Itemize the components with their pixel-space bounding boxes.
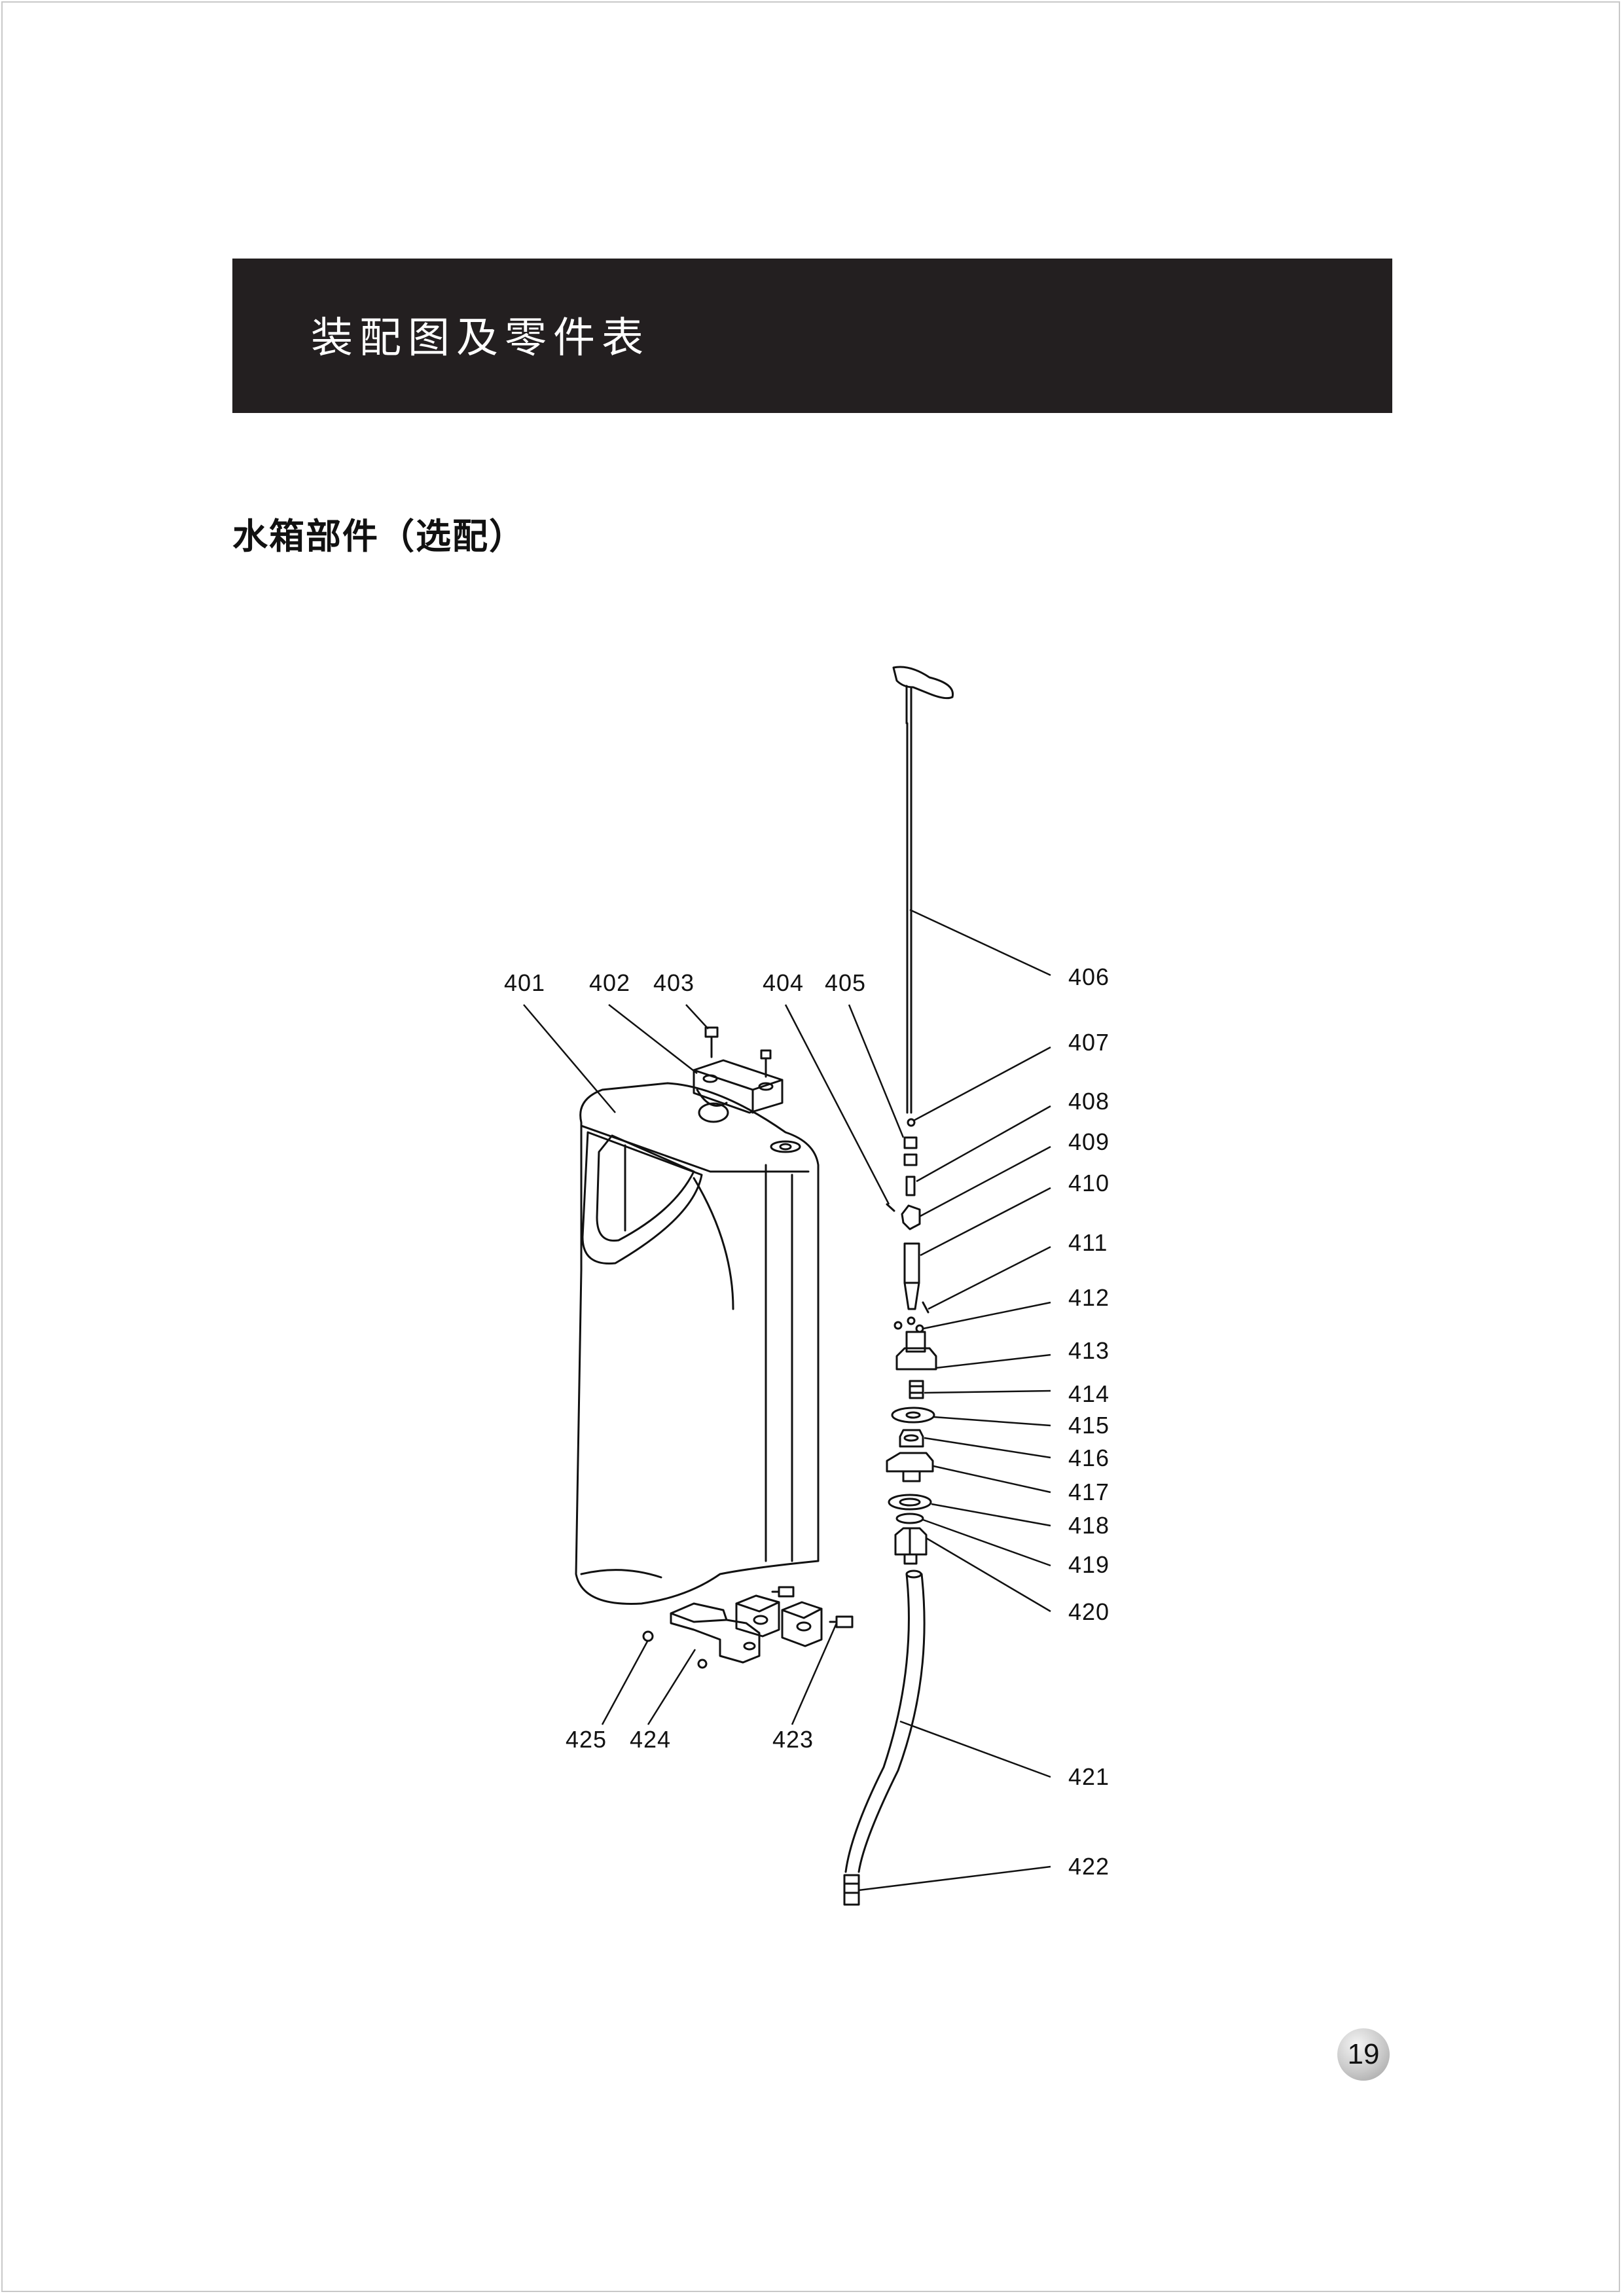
part-label: 412	[1068, 1284, 1110, 1311]
part-label: 411	[1068, 1229, 1108, 1256]
part-label: 424	[630, 1726, 671, 1753]
part-label: 415	[1068, 1412, 1110, 1439]
part-label: 417	[1068, 1479, 1110, 1505]
float-rod	[892, 666, 954, 1114]
part-label: 419	[1068, 1551, 1110, 1578]
page-number: 19	[1337, 2028, 1390, 2081]
bottom-brackets	[642, 1586, 854, 1669]
part-label: 409	[1068, 1128, 1110, 1155]
part-label: 401	[504, 969, 545, 996]
part-label: 402	[589, 969, 630, 996]
valve-stack	[886, 1118, 937, 1565]
part-label: 413	[1068, 1337, 1110, 1364]
part-label: 408	[1068, 1088, 1110, 1115]
small-pin	[886, 1203, 895, 1212]
drain-hose	[844, 1570, 926, 1873]
part-label: 403	[653, 969, 695, 996]
section-title: 水箱部件（选配）	[232, 516, 526, 557]
top-screws	[704, 1026, 772, 1078]
part-label: 418	[1068, 1512, 1110, 1539]
header-title: 装配图及零件表	[311, 314, 650, 363]
part-label: 423	[772, 1726, 814, 1753]
top-bracket	[693, 1059, 784, 1114]
part-label: 405	[825, 969, 866, 996]
part-label: 421	[1068, 1763, 1110, 1790]
part-labels: 401 402 403 404 405 406 407 408 409 410 …	[504, 963, 1110, 1880]
hose-fitting	[843, 1874, 860, 1906]
part-label: 414	[1068, 1380, 1110, 1407]
part-label: 407	[1068, 1029, 1110, 1056]
part-label: 416	[1068, 1444, 1110, 1471]
part-label: 425	[566, 1726, 607, 1753]
part-label: 406	[1068, 963, 1110, 990]
header-bar: 装配图及零件表	[232, 259, 1392, 413]
part-label: 420	[1068, 1598, 1110, 1625]
part-label: 410	[1068, 1170, 1110, 1196]
part-label: 404	[763, 969, 804, 996]
part-label: 422	[1068, 1853, 1110, 1880]
leader-lines	[523, 908, 1051, 1892]
water-tank-body	[575, 1082, 820, 1605]
